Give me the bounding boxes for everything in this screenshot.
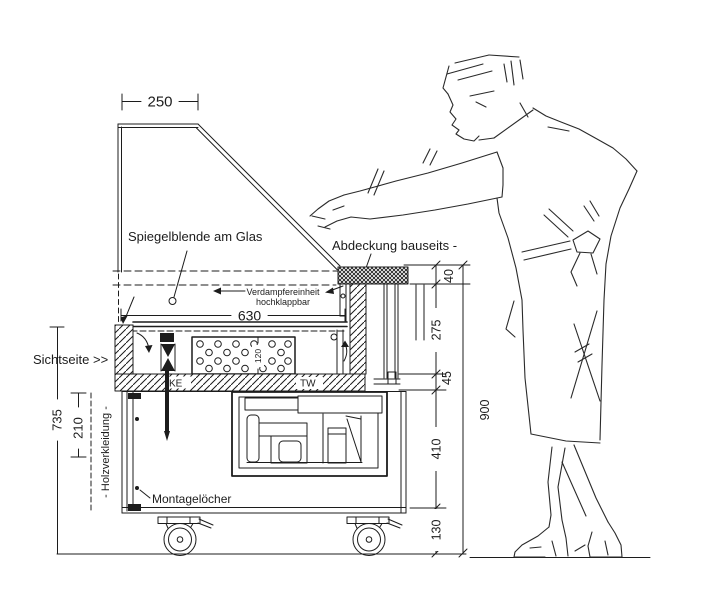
label-verdampfereinheit: Verdampfereinheit hochklappbar xyxy=(213,285,344,307)
mirror-panel-dashed-lines xyxy=(112,270,339,329)
label-montageloecher: Montagelöcher xyxy=(139,489,231,506)
dim-250-value: 250 xyxy=(147,94,172,111)
dimension-210: 210 xyxy=(70,392,87,458)
caster-right xyxy=(346,516,403,556)
person-body xyxy=(496,107,638,444)
dim-130-value: 130 xyxy=(430,520,444,541)
dimension-735: 735 xyxy=(49,326,65,555)
verdampfer-line2: hochklappbar xyxy=(256,297,310,307)
sichtseite-text: Sichtseite >> xyxy=(33,352,108,367)
dim-630-value: 630 xyxy=(238,308,262,324)
dim-120-value: 120 xyxy=(253,349,263,363)
label-holzverkleidung: - Holzverkleidung - xyxy=(90,392,112,513)
right-dimension-chain: 40 275 45 410 130 900 xyxy=(398,260,492,558)
label-ke: KE xyxy=(169,379,183,390)
person-figure xyxy=(309,54,638,558)
floor-line xyxy=(56,553,651,558)
dim-45-value: 45 xyxy=(440,371,454,385)
glass-front xyxy=(117,123,341,273)
montageloecher-text: Montagelöcher xyxy=(152,492,231,506)
dim-735-value: 735 xyxy=(50,409,65,431)
machine-compartment xyxy=(231,391,388,477)
person-arm xyxy=(309,148,503,230)
person-head-cap xyxy=(442,54,534,142)
dim-210-value: 210 xyxy=(71,417,86,439)
perforated-plate: 120 xyxy=(191,336,296,375)
label-tw: TW xyxy=(300,379,316,390)
dim-40-value: 40 xyxy=(442,269,456,283)
counter-drawing: 250 Spiegelblende am Glas Abdeckung baus… xyxy=(33,93,651,558)
label-abdeckung: Abdeckung bauseits - xyxy=(332,238,457,269)
site-cover-block xyxy=(337,266,409,285)
deck-shelf xyxy=(121,309,348,332)
right-wall xyxy=(339,283,425,385)
dim-410-value: 410 xyxy=(430,439,444,460)
spiegelblende-text: Spiegelblende am Glas xyxy=(128,229,263,244)
verdampfer-line1: Verdampfereinheit xyxy=(246,287,320,297)
dim-900-value: 900 xyxy=(478,400,492,421)
label-spiegelblende: Spiegelblende am Glas xyxy=(128,229,263,305)
holzverkleidung-text: - Holzverkleidung - xyxy=(100,406,112,498)
dimension-630: 630 xyxy=(120,308,346,324)
caster-left xyxy=(157,516,214,556)
cold-plate-strip: KE TW xyxy=(114,371,366,441)
dim-275-value: 275 xyxy=(430,320,444,341)
person-legs-shoes xyxy=(513,444,623,558)
lower-cabinet xyxy=(121,391,407,514)
abdeckung-text: Abdeckung bauseits - xyxy=(332,238,457,253)
display-well xyxy=(114,324,349,375)
person-apron-bow xyxy=(521,200,601,402)
dimension-250: 250 xyxy=(121,93,199,111)
